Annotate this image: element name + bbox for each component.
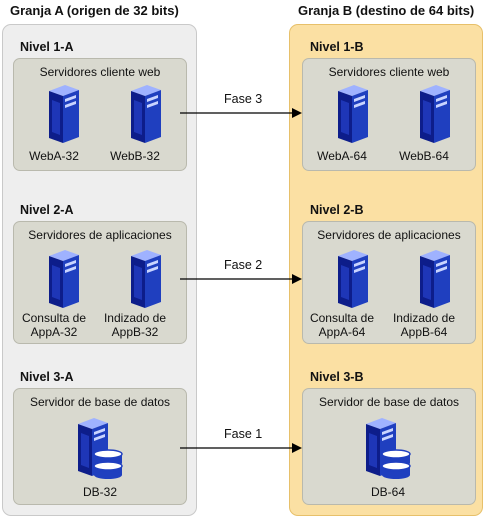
phase-3-arrow bbox=[180, 108, 302, 118]
tier-3a-box-title: Servidor de base de datos bbox=[29, 395, 171, 409]
server-icon bbox=[45, 85, 83, 152]
server-label-webb-32: WebB-32 bbox=[110, 149, 160, 163]
tier-1b-title: Nivel 1-B bbox=[310, 40, 364, 54]
server-icon bbox=[127, 85, 165, 152]
server-icon bbox=[334, 85, 372, 152]
tier-3b-title: Nivel 3-B bbox=[310, 370, 364, 384]
database-server-icon bbox=[362, 418, 414, 487]
phase-1-arrow bbox=[180, 443, 302, 453]
farm-a-title: Granja A (origen de 32 bits) bbox=[10, 3, 179, 18]
server-label-appa-64: Consulta de AppA-64 bbox=[309, 311, 375, 339]
farm-b-title: Granja B (destino de 64 bits) bbox=[298, 3, 475, 18]
tier-3a-title: Nivel 3-A bbox=[20, 370, 74, 384]
phase-2-label: Fase 2 bbox=[224, 258, 263, 272]
server-label-appb-64: Indizado de AppB-64 bbox=[392, 311, 456, 339]
phase-1-label: Fase 1 bbox=[224, 427, 263, 441]
tier-2b-title: Nivel 2-B bbox=[310, 203, 364, 217]
database-server-icon bbox=[74, 418, 126, 487]
phase-3-label: Fase 3 bbox=[224, 92, 263, 106]
tier-2a-box-title: Servidores de aplicaciones bbox=[28, 228, 172, 242]
tier-3b-box: Servidor de base de datos bbox=[302, 388, 476, 505]
server-icon bbox=[416, 250, 454, 317]
server-icon bbox=[334, 250, 372, 317]
server-label-db-64: DB-64 bbox=[370, 485, 405, 499]
server-label-db-32: DB-32 bbox=[82, 485, 117, 499]
server-label-webb-64: WebB-64 bbox=[399, 149, 449, 163]
server-label-weba-32: WebA-32 bbox=[29, 149, 79, 163]
tier-3b-box-title: Servidor de base de datos bbox=[318, 395, 460, 409]
tier-1a-title: Nivel 1-A bbox=[20, 40, 74, 54]
tier-1b-box-title: Servidores cliente web bbox=[328, 65, 450, 79]
tier-2a-title: Nivel 2-A bbox=[20, 203, 74, 217]
server-label-appa-32: Consulta de AppA-32 bbox=[21, 311, 87, 339]
server-icon bbox=[416, 85, 454, 152]
tier-1a-box-title: Servidores cliente web bbox=[39, 65, 161, 79]
server-icon bbox=[127, 250, 165, 317]
phase-2-arrow bbox=[180, 274, 302, 284]
tier-2b-box-title: Servidores de aplicaciones bbox=[317, 228, 461, 242]
server-label-appb-32: Indizado de AppB-32 bbox=[103, 311, 167, 339]
server-icon bbox=[45, 250, 83, 317]
server-label-weba-64: WebA-64 bbox=[317, 149, 367, 163]
